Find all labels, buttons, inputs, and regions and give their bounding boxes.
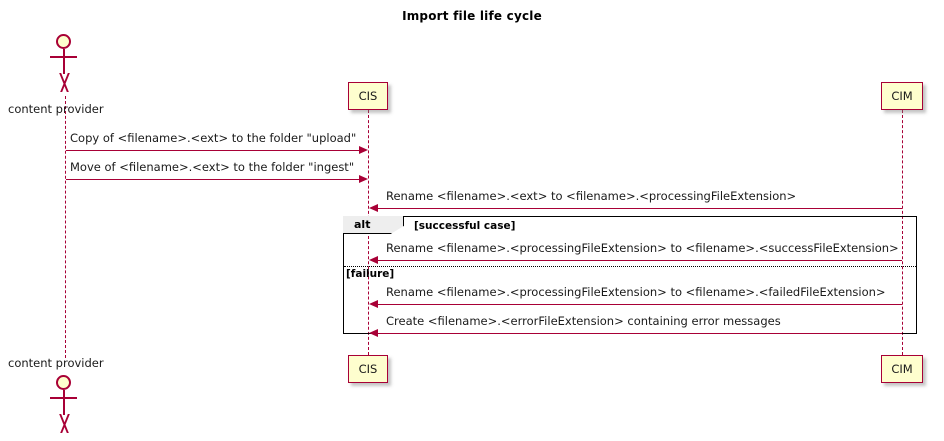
participant-cis-top[interactable]: CIS xyxy=(348,82,388,110)
message-arrowhead-3 xyxy=(369,204,378,212)
alt-fragment-divider xyxy=(344,266,916,267)
actor-label-content-provider-bottom: content provider xyxy=(8,356,104,370)
actor-label-content-provider-top: content provider xyxy=(8,102,104,116)
message-label-4: Rename <filename>.<processingFileExtensi… xyxy=(386,241,899,255)
message-label-6: Create <filename>.<errorFileExtension> c… xyxy=(386,314,781,328)
message-arrowhead-4 xyxy=(369,256,378,264)
message-arrowhead-1 xyxy=(359,146,368,154)
participant-cis-bottom[interactable]: CIS xyxy=(348,355,388,383)
actor-arms-icon xyxy=(50,56,77,58)
message-arrowhead-6 xyxy=(369,329,378,337)
message-line-3 xyxy=(378,208,902,209)
actor-right-leg-icon xyxy=(60,414,80,433)
message-label-3: Rename <filename>.<ext> to <filename>.<p… xyxy=(386,189,797,203)
alt-fragment-guard-successful: [successful case] xyxy=(414,220,516,232)
actor-right-leg-icon xyxy=(60,73,80,92)
message-line-1 xyxy=(66,150,360,151)
message-arrowhead-2 xyxy=(359,175,368,183)
message-label-5: Rename <filename>.<processingFileExtensi… xyxy=(386,285,886,299)
participant-cim-bottom[interactable]: CIM xyxy=(881,355,923,383)
message-line-6 xyxy=(378,333,902,334)
actor-body-icon xyxy=(63,390,65,415)
actor-head-icon xyxy=(56,375,71,390)
message-label-2: Move of <filename>.<ext> to the folder "… xyxy=(70,160,355,174)
actor-arms-icon xyxy=(50,397,77,399)
lifeline-cim xyxy=(902,110,903,355)
message-line-5 xyxy=(378,304,902,305)
message-arrowhead-5 xyxy=(369,300,378,308)
actor-content-provider-bottom[interactable] xyxy=(45,375,85,437)
actor-body-icon xyxy=(63,49,65,74)
actor-content-provider-top[interactable] xyxy=(45,34,85,96)
message-label-1: Copy of <filename>.<ext> to the folder "… xyxy=(70,131,357,145)
message-line-2 xyxy=(66,179,360,180)
actor-head-icon xyxy=(56,34,71,49)
alt-fragment-guard-failure: [failure] xyxy=(346,268,395,280)
lifeline-content-provider xyxy=(65,96,66,358)
alt-fragment-operator-tab: alt xyxy=(343,216,404,234)
message-line-4 xyxy=(378,260,902,261)
participant-cim-top[interactable]: CIM xyxy=(881,82,923,110)
diagram-title: Import file life cycle xyxy=(402,9,542,23)
